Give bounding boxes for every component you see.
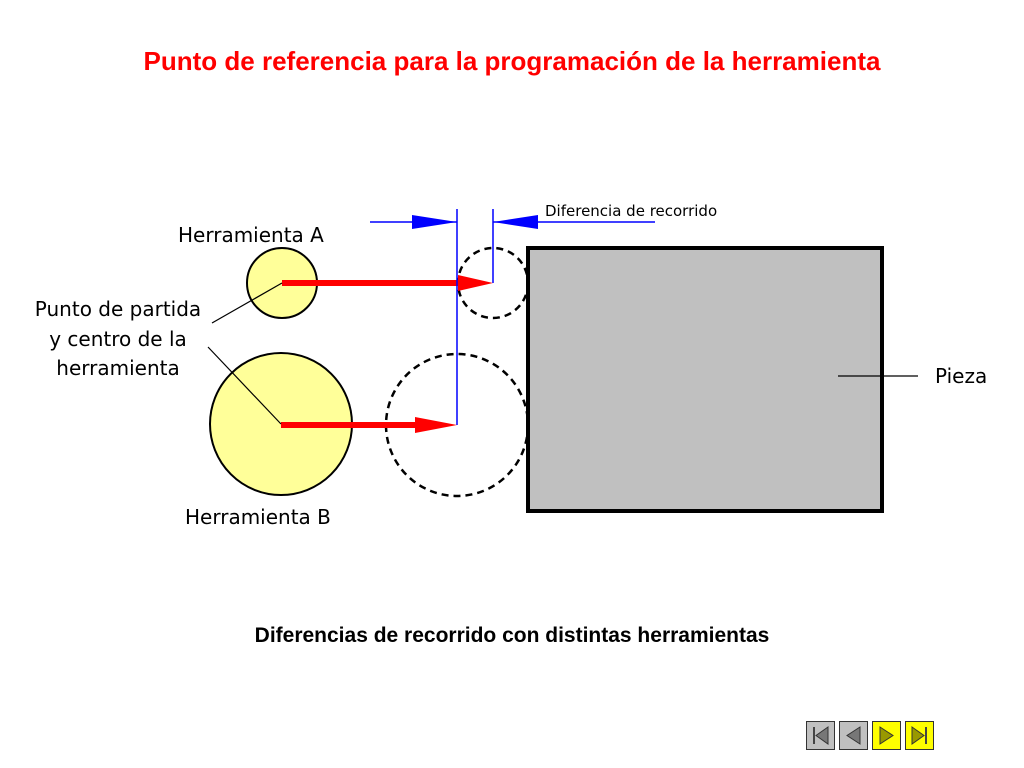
first-slide-button[interactable] <box>806 721 835 750</box>
tool-a-arrowhead <box>458 275 493 291</box>
label-start-line2: y centro de la <box>49 327 187 351</box>
tool-b-arrowhead <box>415 417 457 433</box>
label-workpiece: Pieza <box>935 364 987 388</box>
dimension-arrowhead-right <box>493 215 538 229</box>
leader-line-tool-a <box>211 282 283 324</box>
dimension-arrowhead-left <box>412 215 457 229</box>
skip-first-icon <box>813 726 829 745</box>
previous-slide-button[interactable] <box>839 721 868 750</box>
figure-caption: Diferencias de recorrido con distintas h… <box>254 624 770 647</box>
slide-navigation <box>806 721 934 752</box>
last-slide-button[interactable] <box>905 721 934 750</box>
page-title: Punto de referencia para la programación… <box>143 46 881 76</box>
label-start-line3: herramienta <box>56 356 179 380</box>
label-difference: Diferencia de recorrido <box>545 202 717 220</box>
skip-last-icon <box>911 726 927 745</box>
label-tool-a: Herramienta A <box>178 223 324 247</box>
label-tool-b: Herramienta B <box>185 505 331 529</box>
label-start-line1: Punto de partida <box>35 297 201 321</box>
previous-icon <box>846 726 861 745</box>
workpiece-rect <box>526 246 884 513</box>
next-icon <box>879 726 894 745</box>
next-slide-button[interactable] <box>872 721 901 750</box>
leader-line-tool-b <box>207 346 282 425</box>
